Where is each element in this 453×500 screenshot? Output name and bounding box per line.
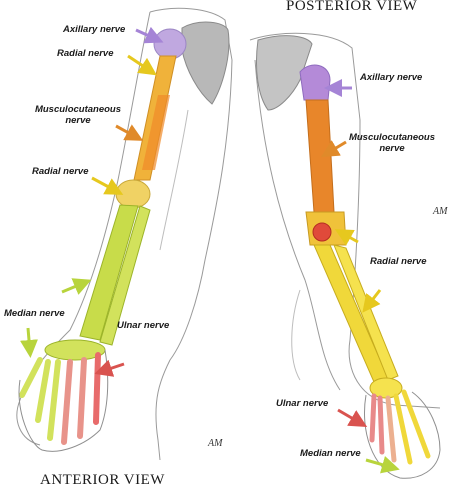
anterior-humeral-head xyxy=(153,28,187,60)
anterior-arrow-radial-upper xyxy=(127,54,157,76)
anterior-label-median: Median nerve xyxy=(4,308,65,319)
posterior-arrow-ulnar xyxy=(337,408,368,428)
posterior-view-title: POSTERIOR VIEW xyxy=(286,0,418,14)
posterior-arrow-radial-forearm xyxy=(362,289,382,313)
anterior-elbow xyxy=(115,179,151,209)
anterior-arrow-musculocutaneous xyxy=(115,124,144,141)
anterior-label-ulnar: Ulnar nerve xyxy=(117,320,170,331)
anterior-scapula xyxy=(181,21,230,105)
posterior-label-musculocutaneous-line2: nerve xyxy=(379,143,405,154)
posterior-label-radial: Radial nerve xyxy=(370,256,427,267)
anterior-arrow-median xyxy=(20,327,38,358)
anterior-arrow-ulnar xyxy=(94,359,125,377)
anterior-hand xyxy=(19,352,101,445)
posterior-label-median: Median nerve xyxy=(300,448,361,459)
artist-signature-right: AM xyxy=(433,206,448,217)
anterior-label-radial-lower: Radial nerve xyxy=(32,166,89,177)
anterior-label-axillary: Axillary nerve xyxy=(63,24,126,35)
posterior-arrow-radial-elbow xyxy=(334,229,359,246)
posterior-arrow-musculocutaneous xyxy=(320,140,347,158)
posterior-label-axillary: Axillary nerve xyxy=(360,72,423,83)
anterior-label-musculocutaneous-line1: Musculocutaneous xyxy=(34,104,122,115)
posterior-label-musculocutaneous-line1: Musculocutaneous xyxy=(348,132,436,143)
anterior-arrow-axillary xyxy=(135,26,164,44)
posterior-humeral-head xyxy=(299,64,331,101)
posterior-humerus xyxy=(305,99,335,213)
anterior-label-radial-upper: Radial nerve xyxy=(57,48,114,59)
anterior-arrow-radial-lower xyxy=(91,176,124,195)
artist-signature-left: AM xyxy=(208,438,223,449)
posterior-scapula xyxy=(255,35,313,111)
posterior-label-musculocutaneous: Musculocutaneous nerve xyxy=(336,132,448,154)
anterior-label-musculocutaneous-line2: nerve xyxy=(65,115,91,126)
anterior-forearm xyxy=(79,204,139,341)
posterior-hand xyxy=(369,389,431,465)
anterior-view-title: ANTERIOR VIEW xyxy=(40,472,165,488)
anterior-arrow-forearm xyxy=(61,278,92,295)
anterior-label-musculocutaneous: Musculocutaneous nerve xyxy=(28,104,128,126)
posterior-arm-outline xyxy=(249,32,441,409)
posterior-label-ulnar: Ulnar nerve xyxy=(276,398,329,409)
posterior-arrow-median xyxy=(365,456,400,474)
